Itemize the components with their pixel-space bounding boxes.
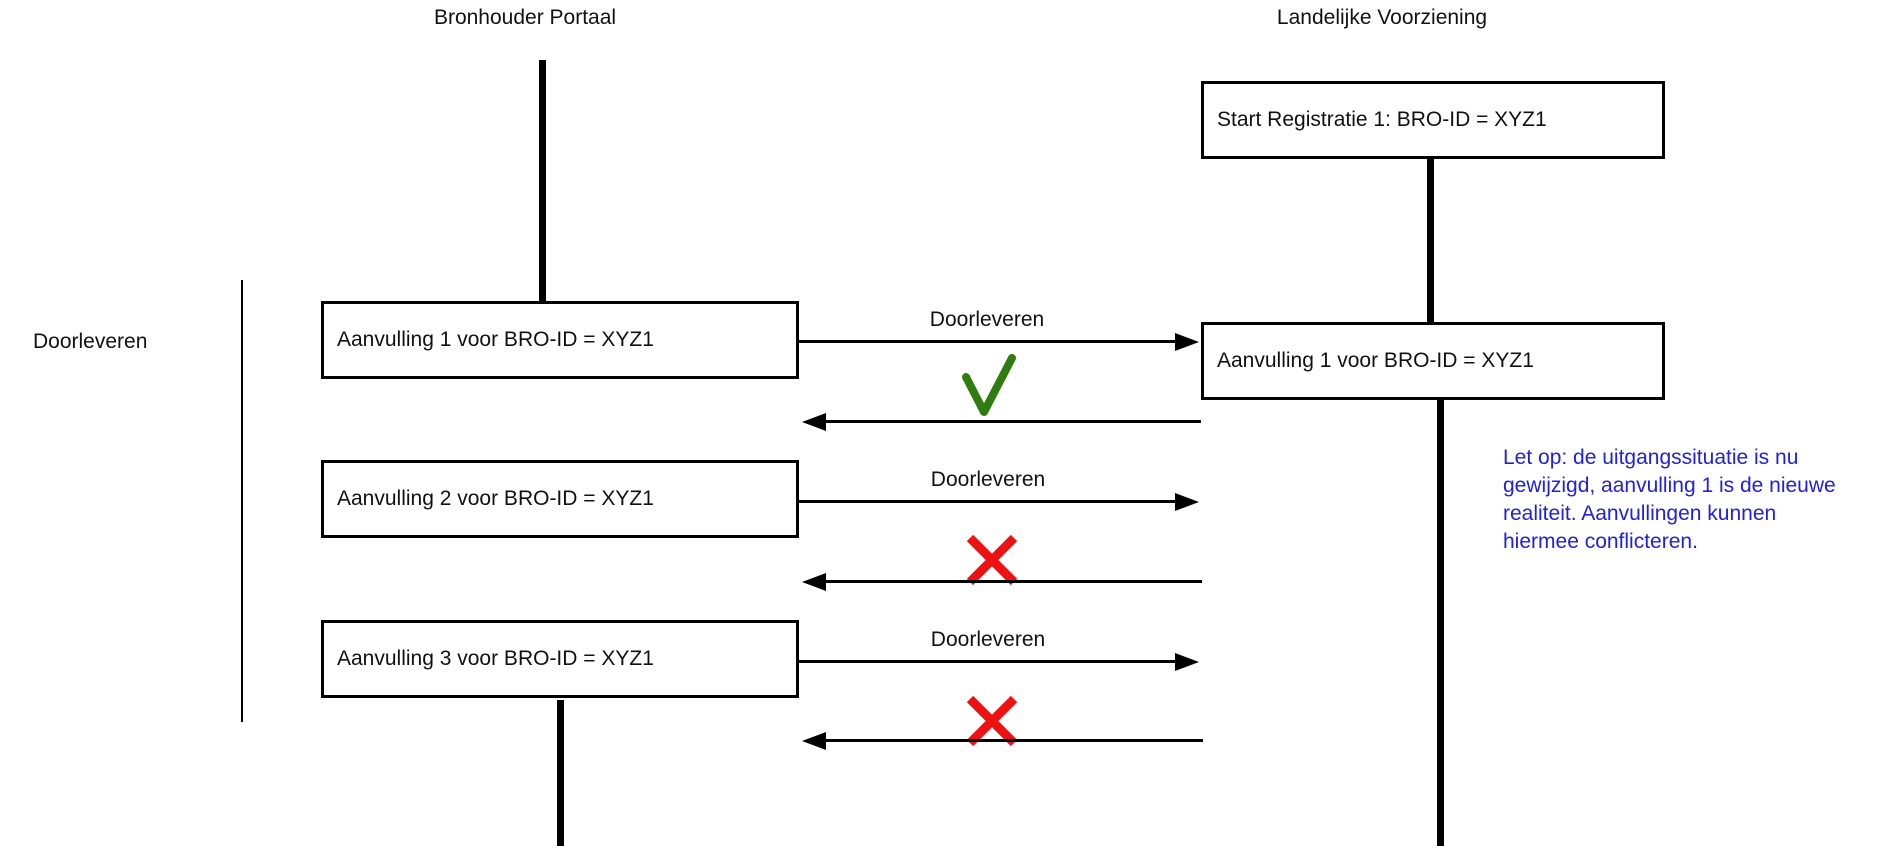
message-1-return-arrow	[802, 412, 1201, 431]
message-1-forward-arrow	[799, 332, 1199, 351]
box-aanvulling-3-bronhouder: Aanvulling 3 voor BRO-ID = XYZ1	[321, 620, 799, 698]
cross-icon	[963, 533, 1021, 592]
box-aanvulling-2-bronhouder-text: Aanvulling 2 voor BRO-ID = XYZ1	[337, 487, 654, 510]
box-aanvulling-1-landelijk: Aanvulling 1 voor BRO-ID = XYZ1	[1201, 322, 1665, 400]
box-start-registratie: Start Registratie 1: BRO-ID = XYZ1	[1201, 81, 1665, 159]
actor-label-landelijke-voorziening: Landelijke Voorziening	[1276, 6, 1488, 29]
box-aanvulling-2-bronhouder: Aanvulling 2 voor BRO-ID = XYZ1	[321, 460, 799, 538]
note-text: Let op: de uitgangssituatie is nu gewijz…	[1503, 444, 1836, 556]
lifeline-bronhouder-lower	[557, 700, 564, 846]
box-start-registratie-text: Start Registratie 1: BRO-ID = XYZ1	[1217, 108, 1547, 131]
message-2-label: Doorleveren	[930, 468, 1046, 491]
arrowhead-right-icon	[1175, 652, 1199, 671]
group-label-doorleveren: Doorleveren	[33, 330, 148, 353]
note-line-1: Let op: de uitgangssituatie is nu	[1503, 446, 1799, 469]
note-line-2: gewijzigd, aanvulling 1 is de nieuwe	[1503, 474, 1836, 497]
message-3-label: Doorleveren	[930, 628, 1046, 651]
arrowhead-left-icon	[802, 731, 826, 750]
box-aanvulling-3-bronhouder-text: Aanvulling 3 voor BRO-ID = XYZ1	[337, 647, 654, 670]
arrowhead-left-icon	[802, 412, 826, 431]
check-icon	[961, 354, 1017, 423]
message-3-return-arrow	[802, 731, 1203, 750]
message-3-forward-arrow	[799, 652, 1199, 671]
note-line-4: hiermee conflicteren.	[1503, 530, 1698, 553]
box-aanvulling-1-bronhouder: Aanvulling 1 voor BRO-ID = XYZ1	[321, 301, 799, 379]
lifeline-landelijke-upper	[1427, 159, 1434, 322]
message-2-forward-arrow	[799, 492, 1199, 511]
message-2-return-arrow	[802, 572, 1202, 591]
box-aanvulling-1-landelijk-text: Aanvulling 1 voor BRO-ID = XYZ1	[1217, 349, 1534, 372]
lifeline-landelijke-lower	[1437, 400, 1444, 846]
actor-label-bronhouder-portaal: Bronhouder Portaal	[433, 6, 617, 29]
cross-icon	[963, 694, 1021, 753]
arrowhead-right-icon	[1175, 332, 1199, 351]
note-line-3: realiteit. Aanvullingen kunnen	[1503, 502, 1777, 525]
arrowhead-left-icon	[802, 572, 826, 591]
group-bracket-line	[241, 280, 243, 722]
box-aanvulling-1-bronhouder-text: Aanvulling 1 voor BRO-ID = XYZ1	[337, 328, 654, 351]
arrowhead-right-icon	[1175, 492, 1199, 511]
lifeline-bronhouder-upper	[539, 60, 546, 301]
message-1-label: Doorleveren	[929, 308, 1045, 331]
